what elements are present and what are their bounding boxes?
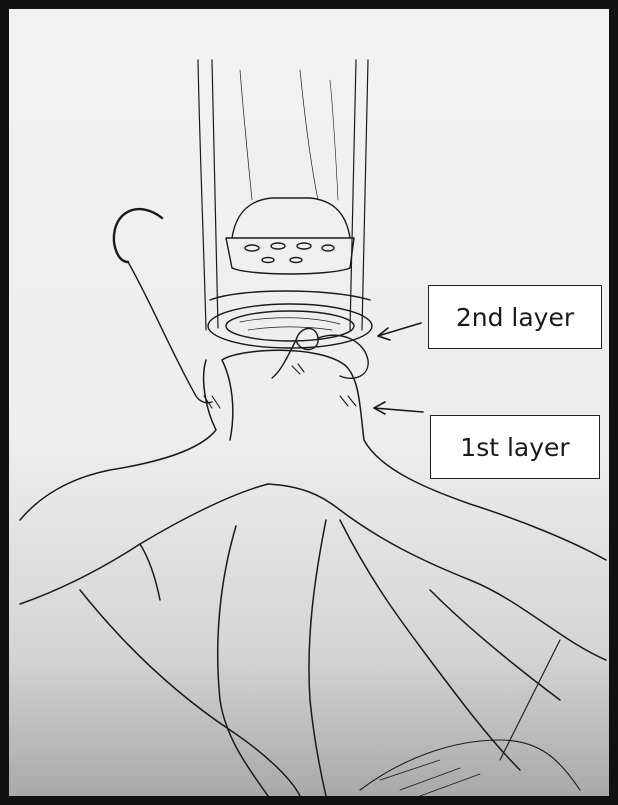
anastomosis-ring: [208, 291, 372, 348]
label-first-layer: 1st layer: [430, 415, 600, 479]
label-second-layer-text: 2nd layer: [456, 303, 574, 332]
stomach-body: [20, 350, 606, 660]
pointer-arrows: [374, 323, 423, 414]
arrow-2nd-layer: [378, 323, 421, 336]
label-first-layer-text: 1st layer: [460, 433, 569, 462]
lower-anatomy: [80, 520, 580, 796]
label-second-layer: 2nd layer: [428, 285, 602, 349]
esophagus-tube: [198, 60, 368, 330]
stapler-anvil: [226, 198, 354, 274]
surgical-sketch: [9, 9, 609, 796]
